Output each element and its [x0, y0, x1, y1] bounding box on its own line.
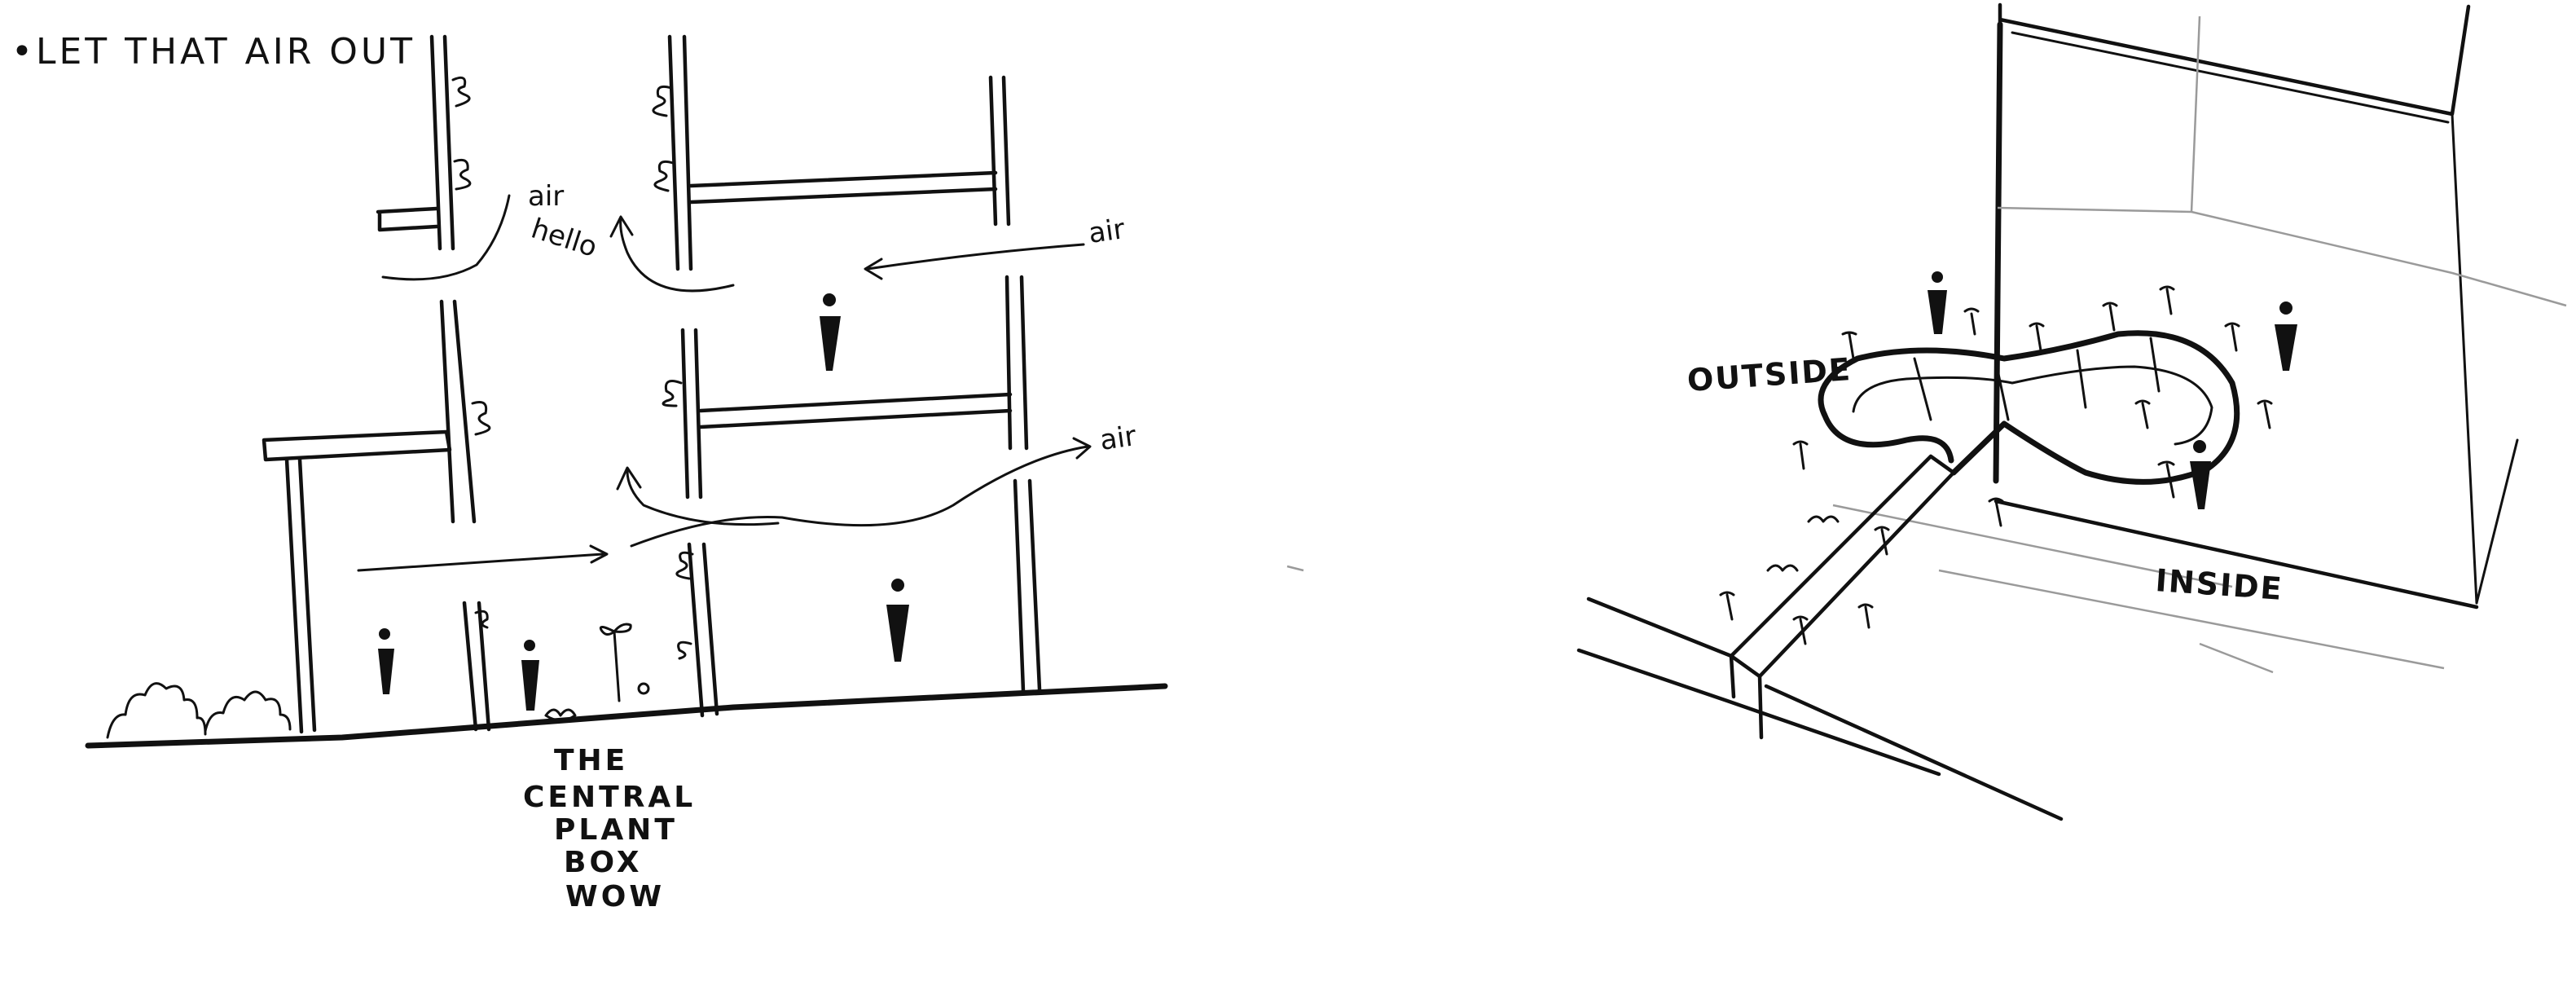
building-pencil-lines	[1998, 16, 2566, 306]
person-figure-box	[2190, 440, 2211, 509]
caption-line-2: CENTRAL	[523, 781, 696, 814]
column-1-top	[432, 37, 453, 249]
building-top-edge	[2000, 5, 2468, 114]
person-figure-upper	[820, 293, 841, 371]
caption-line-1: THE	[554, 744, 628, 777]
air-arrow-low-long	[358, 546, 607, 570]
column-2-top	[670, 37, 691, 269]
column-2-mid	[683, 330, 701, 497]
vine-5	[655, 161, 673, 191]
vine-3	[473, 403, 490, 435]
column-3-low	[1015, 481, 1040, 691]
person-figure-right	[2275, 302, 2297, 371]
building-left-edge	[1996, 24, 2000, 481]
shrub-right	[205, 692, 290, 731]
plant-seed	[639, 684, 648, 693]
air-arrow-top-middle	[611, 217, 733, 291]
canopy-slab	[264, 432, 450, 460]
air-label-3: air	[1098, 420, 1138, 457]
sketch-title: •LET THAT AIR OUT	[11, 31, 415, 73]
column-2-low	[689, 544, 717, 715]
ground-front-line	[1766, 686, 2061, 819]
column-1-low	[464, 603, 489, 729]
caption-central-plant-box: THE CENTRAL PLANT BOX WOW	[523, 744, 696, 913]
person-figure-back	[1928, 271, 1947, 334]
person-figure-low-center	[521, 640, 539, 711]
vine-1	[453, 77, 469, 106]
air-arrow-right-upper	[865, 244, 1084, 279]
hello-label: hello	[527, 213, 601, 264]
column-1-stub	[378, 209, 437, 230]
column-3-mid	[1007, 277, 1026, 448]
air-arrow-top-left	[383, 196, 509, 280]
person-figure-low-right	[886, 579, 909, 662]
label-inside: INSIDE	[2154, 562, 2284, 607]
plant-box-outline	[1821, 333, 2237, 482]
plant-sprout-1	[600, 624, 631, 701]
vine-8	[679, 642, 691, 658]
person-figure-low-left	[378, 628, 394, 694]
column-1-mid	[442, 302, 474, 522]
air-arrow-low-up	[618, 468, 778, 525]
label-outside: OUTSIDE	[1686, 351, 1853, 398]
building-inner-top	[2012, 33, 2448, 122]
planter-wall-top	[1731, 456, 1954, 676]
column-3-top	[991, 77, 1009, 224]
vine-6	[663, 381, 681, 406]
middle-slab	[701, 394, 1010, 427]
building-right-edge	[2452, 114, 2517, 603]
vine-4	[653, 86, 671, 116]
air-label-2: air	[1087, 213, 1127, 250]
caption-line-5: WOW	[565, 880, 665, 913]
canopy-post	[287, 460, 314, 732]
right-perspective-sketch: OUTSIDE INSIDE	[1287, 5, 2566, 819]
vine-2	[455, 160, 470, 189]
upper-slab	[691, 173, 996, 202]
caption-line-4: BOX	[564, 846, 643, 879]
left-section-sketch: •LET THAT AIR OUT	[11, 31, 1165, 913]
caption-line-3: PLANT	[554, 813, 678, 847]
shrub-left	[108, 684, 205, 737]
air-label-1: air	[528, 180, 564, 213]
